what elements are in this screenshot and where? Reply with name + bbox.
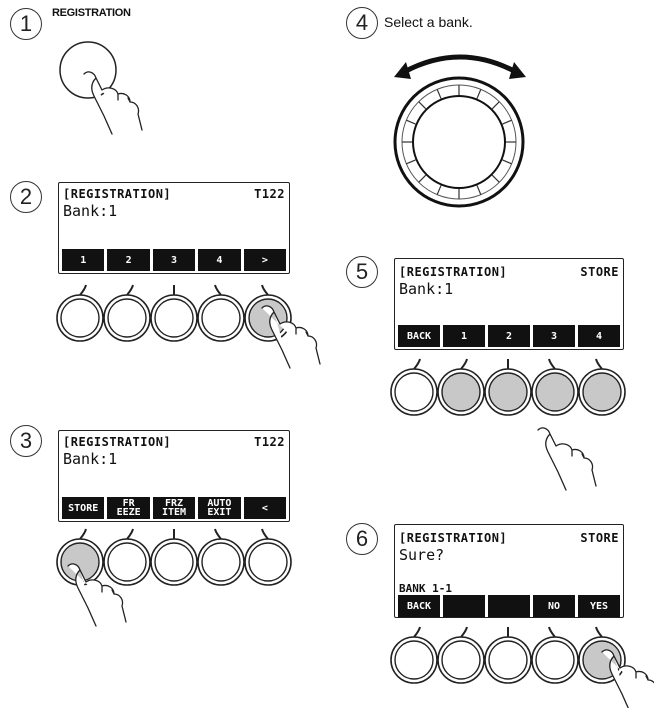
step-3-button-2 — [103, 528, 151, 586]
step-5-button-4 — [531, 358, 579, 416]
step-5-screen-right: STORE — [580, 265, 619, 279]
step-3-softkey-1: STORE — [62, 497, 105, 519]
step-2-softkey-2: 2 — [107, 249, 150, 271]
step-6-button-4 — [531, 626, 579, 684]
step-3-button-4 — [197, 528, 245, 586]
step-5-softkey-1: BACK — [398, 325, 440, 347]
step-4-rotate-arrow-icon — [401, 54, 519, 75]
step-6-button-1 — [390, 626, 438, 684]
step-6-screen-right: STORE — [580, 531, 619, 545]
step-5-lcd-screen: [REGISTRATION] STORE Bank:1 BACK 1 2 3 4 — [394, 258, 624, 350]
step-4-dial-icon — [393, 54, 526, 208]
step-6-number: 6 — [346, 523, 378, 555]
step-5-button-5 — [578, 358, 626, 416]
step-6-screen-sub: BANK 1-1 — [399, 582, 452, 595]
step-6-button-row — [390, 626, 626, 684]
step-6-pointing-hand-icon — [601, 649, 654, 708]
step-5-pointing-hand-icon — [537, 427, 597, 491]
step-1-number: 1 — [10, 8, 42, 40]
step-1-caption: REGISTRATION — [52, 7, 131, 19]
step-3-button-1 — [56, 528, 104, 586]
step-2-pointing-hand-icon — [261, 305, 321, 369]
step-6-softkey-3 — [488, 595, 530, 617]
step-2-button-4 — [197, 284, 245, 342]
step-3-pointing-hand-icon — [67, 563, 127, 627]
step-6-screen-line: Sure? — [399, 546, 445, 564]
step-3-lcd-screen: [REGISTRATION] T122 Bank:1 STORE FR EEZE… — [58, 430, 290, 522]
step-2-number: 2 — [10, 181, 42, 213]
step-6-softkey-1: BACK — [398, 595, 440, 617]
step-2-button-row — [56, 284, 292, 342]
step-6-screen-title: [REGISTRATION] — [399, 531, 508, 545]
step-3-softkey-2: FR EEZE — [107, 497, 150, 519]
step-3-softkey-4: AUTO EXIT — [198, 497, 241, 519]
step-2-button-1 — [56, 284, 104, 342]
step-4-caption: Select a bank. — [384, 14, 473, 30]
step-2-softkey-1: 1 — [62, 249, 105, 271]
step-6-button-2 — [437, 626, 485, 684]
step-5-softkey-4: 3 — [533, 325, 575, 347]
step-3-number: 3 — [10, 425, 42, 457]
step-1-pointing-hand-icon — [83, 71, 143, 135]
step-3-button-row — [56, 528, 292, 586]
step-2-lcd-screen: [REGISTRATION] T122 Bank:1 1 2 3 4 > — [58, 182, 290, 274]
step-2-softkey-5: > — [243, 249, 287, 271]
step-5-button-2 — [437, 358, 485, 416]
step-1-registration-button — [59, 41, 117, 99]
step-5-softkey-5: 4 — [578, 325, 620, 347]
step-5-button-3 — [484, 359, 532, 416]
step-2-button-3 — [150, 285, 198, 342]
step-3-screen-right: T122 — [254, 435, 285, 449]
step-5-screen-title: [REGISTRATION] — [399, 265, 508, 279]
step-3-softkey-5: < — [243, 497, 287, 519]
step-5-button-1 — [390, 358, 438, 416]
step-2-screen-title: [REGISTRATION] — [63, 187, 172, 201]
step-5-softkey-3: 2 — [488, 325, 530, 347]
step-6-button-3 — [484, 627, 532, 684]
step-4-number: 4 — [346, 7, 378, 39]
step-2-screen-line: Bank:1 — [63, 202, 118, 220]
step-6-lcd-screen: [REGISTRATION] STORE Sure? BANK 1-1 BACK… — [394, 524, 624, 618]
step-3-button-3 — [150, 529, 198, 586]
step-3-screen-title: [REGISTRATION] — [63, 435, 172, 449]
step-3-button-5 — [244, 528, 292, 586]
step-2-softkey-3: 3 — [152, 249, 196, 271]
step-3-softkey-3: FRZ ITEM — [152, 497, 196, 519]
step-2-softkey-4: 4 — [198, 249, 241, 271]
step-6-softkey-2 — [443, 595, 485, 617]
step-6-softkey-4: NO — [533, 595, 575, 617]
step-2-screen-right: T122 — [254, 187, 285, 201]
step-5-softkey-2: 1 — [443, 325, 485, 347]
step-3-screen-line: Bank:1 — [63, 450, 118, 468]
step-5-button-row — [390, 358, 626, 416]
step-5-screen-line: Bank:1 — [399, 280, 454, 298]
step-6-softkey-5: YES — [578, 595, 620, 617]
step-5-number: 5 — [346, 256, 378, 288]
step-2-button-2 — [103, 284, 151, 342]
